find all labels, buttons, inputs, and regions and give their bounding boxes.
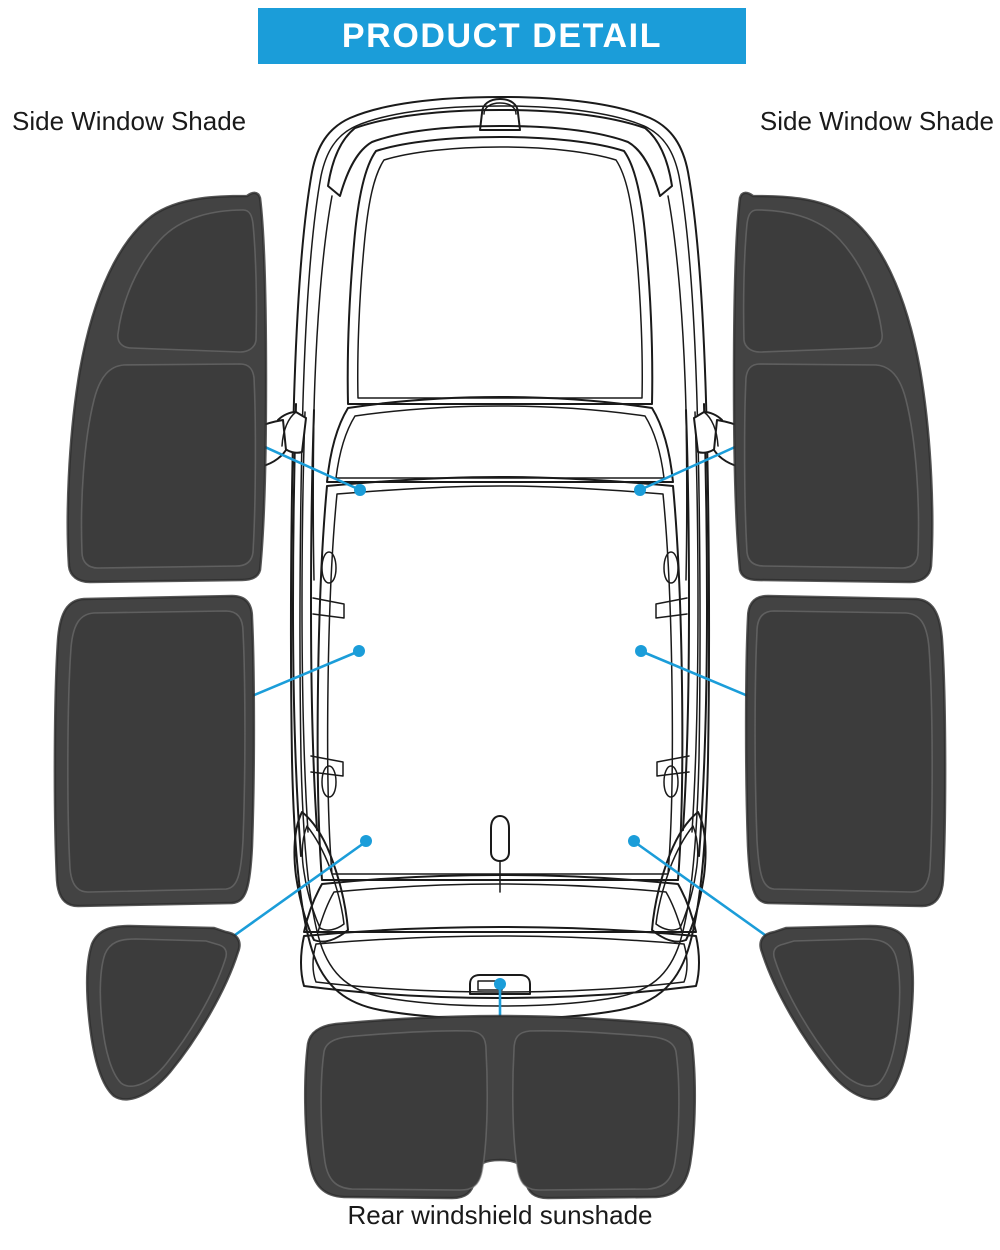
car-crease-right-lower	[656, 755, 690, 777]
car-windshield-inner	[326, 485, 674, 875]
callout-dot-quarter-right	[628, 835, 640, 847]
car-license-plate	[469, 974, 531, 995]
callout-dot-rear-right	[634, 484, 646, 496]
car-handle-right-rear	[663, 551, 679, 584]
shade-right-rear-edge	[732, 191, 934, 584]
label-right-side-window-shade: Side Window Shade	[759, 106, 994, 136]
shade-rear-windshield-panel-right-ring	[512, 1029, 680, 1191]
shade-right-front[interactable]	[744, 594, 947, 908]
product-detail-banner: PRODUCT DETAIL	[258, 8, 746, 64]
callout-dot-rear-windshield	[494, 978, 506, 990]
shade-left-front-panel	[67, 611, 245, 892]
car-diagram	[226, 96, 774, 1020]
car-fender-left-inner	[301, 825, 345, 931]
shade-left-rear-panel-lower-ring	[80, 363, 257, 569]
car-crease-right-upper	[655, 597, 688, 619]
shade-left-rear[interactable]	[66, 191, 268, 584]
car-handle-left-rear	[321, 551, 337, 584]
car-antenna-detail	[483, 102, 517, 115]
car-hood-inner	[317, 883, 683, 933]
shade-right-rear-panel-lower	[744, 364, 919, 568]
car-hood	[303, 874, 697, 933]
label-rear-windshield-sunshade: Rear windshield sunshade	[347, 1200, 653, 1230]
shade-left-rear-panel-lower	[81, 364, 256, 568]
car-wiper-nozzle	[490, 815, 510, 862]
car-license-plate-inner	[477, 980, 503, 991]
car-front-bumper	[300, 926, 700, 999]
car-rear-corner-left	[281, 411, 297, 447]
shade-right-quarter[interactable]	[759, 924, 915, 1101]
car-door-left-front	[292, 403, 302, 857]
callout-line-quarter-left	[226, 841, 366, 942]
car-windshield	[316, 476, 684, 881]
callout-dot-front-right	[635, 645, 647, 657]
car-door-left-rear-2	[301, 411, 309, 833]
shade-left-rear-edge	[66, 191, 268, 584]
shade-right-rear-panel-upper-ring	[742, 209, 883, 353]
car-front-bumper-inner	[312, 935, 688, 993]
shade-right-quarter-edge	[759, 924, 915, 1101]
car-fender-left	[293, 811, 349, 943]
car-fender-right	[651, 811, 707, 943]
shade-left-quarter[interactable]	[85, 924, 241, 1101]
shade-right-quarter-panel	[773, 939, 900, 1087]
shade-right-quarter-panel-ring	[772, 938, 901, 1087]
shade-left-front-panel-ring	[67, 610, 246, 893]
car-rear-window	[346, 136, 654, 405]
callout-dot-quarter-left	[360, 835, 372, 847]
car-crease-left-lower	[310, 755, 344, 777]
shade-rear-windshield-edge	[303, 1014, 697, 1200]
shade-rear-windshield-panel-left	[321, 1030, 488, 1190]
shade-left-front-edge	[53, 594, 256, 908]
shade-left-quarter-panel-ring	[99, 938, 228, 1087]
shade-right-front-panel	[755, 611, 933, 892]
shade-left-quarter-edge	[85, 924, 241, 1101]
car-door-right-rear-2	[691, 411, 699, 833]
label-left-side-window-shade: Side Window Shade	[12, 106, 247, 136]
shade-right-front-panel-ring	[754, 610, 933, 893]
shade-left-rear-panel-upper	[117, 210, 257, 352]
shade-right-rear[interactable]	[732, 191, 934, 584]
car-fender-right-inner	[655, 825, 699, 931]
car-roof-panel	[326, 396, 674, 483]
car-roof-panel-inner	[335, 405, 665, 479]
shade-left-rear-panel-upper-ring	[117, 209, 258, 353]
car-door-right-front	[698, 403, 708, 857]
shade-rear-windshield[interactable]	[303, 1014, 697, 1200]
callout-lines	[226, 436, 774, 1034]
shade-rear-windshield-panel-right	[512, 1030, 679, 1190]
shade-right-front-edge	[744, 594, 947, 908]
car-crease-left-upper	[312, 597, 345, 619]
car-rear-corner-right	[703, 411, 719, 447]
page-title: PRODUCT DETAIL	[341, 17, 663, 55]
shade-left-quarter-panel	[100, 939, 227, 1087]
shade-left-front[interactable]	[53, 594, 256, 908]
callout-dot-rear-left	[354, 484, 366, 496]
car-antenna	[479, 98, 521, 131]
shade-right-rear-panel-upper	[743, 210, 883, 352]
shade-rear-windshield-panel-left-ring	[320, 1029, 488, 1191]
callout-dot-front-left	[353, 645, 365, 657]
callout-line-quarter-right	[634, 841, 774, 942]
shade-right-rear-panel-lower-ring	[743, 363, 920, 569]
